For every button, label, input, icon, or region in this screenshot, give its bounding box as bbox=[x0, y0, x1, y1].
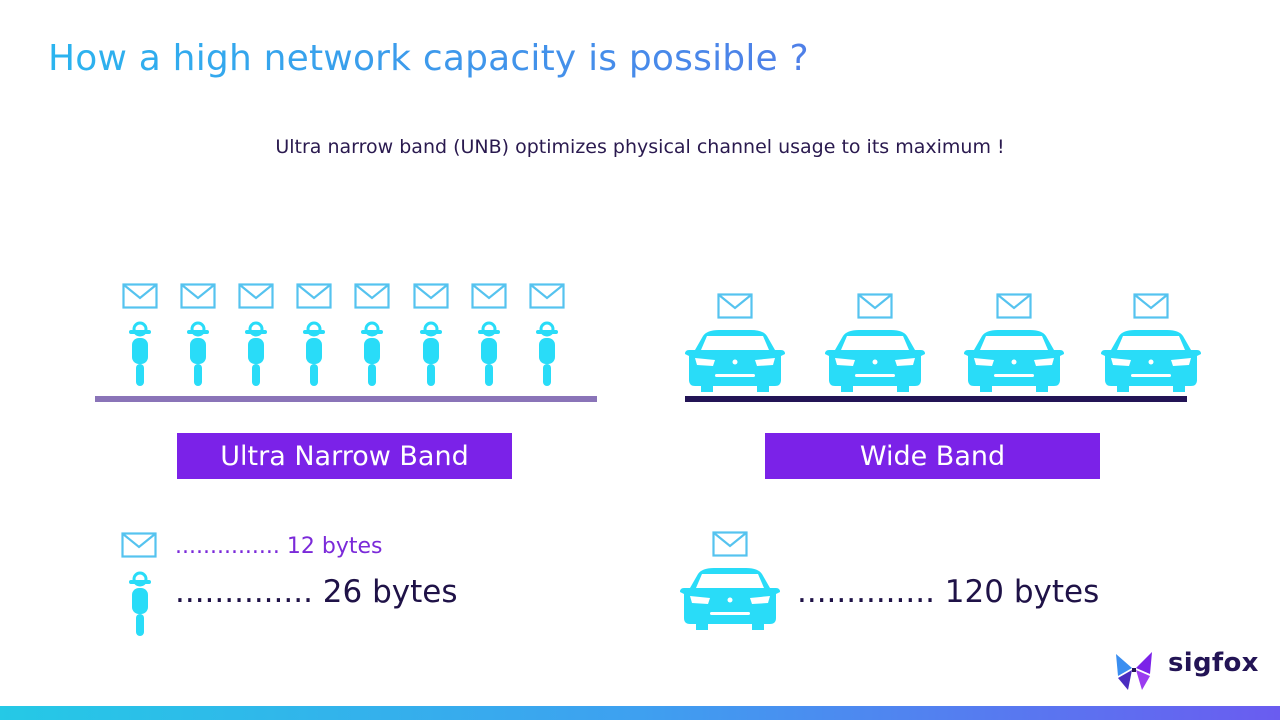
motorcycle-icon bbox=[184, 320, 212, 386]
wb-channel-line bbox=[685, 396, 1187, 402]
envelope-icon bbox=[121, 532, 157, 558]
envelope-icon bbox=[238, 283, 274, 309]
legend-car-text: .............. 120 bytes bbox=[797, 574, 1100, 610]
envelope-icon bbox=[296, 283, 332, 309]
envelope-icon bbox=[857, 293, 893, 319]
wb-label: Wide Band bbox=[765, 433, 1100, 479]
motorcycle-icon bbox=[358, 320, 386, 386]
envelope-icon bbox=[413, 283, 449, 309]
legend-motorcycle-text: .............. 26 bytes bbox=[175, 574, 458, 610]
unb-label: Ultra Narrow Band bbox=[177, 433, 512, 479]
envelope-icon bbox=[354, 283, 390, 309]
envelope-icon bbox=[471, 283, 507, 309]
car-icon bbox=[680, 566, 780, 630]
envelope-icon bbox=[717, 293, 753, 319]
unb-channel-line bbox=[95, 396, 597, 402]
car-icon bbox=[825, 328, 925, 392]
envelope-icon bbox=[122, 283, 158, 309]
motorcycle-icon bbox=[417, 320, 445, 386]
car-icon bbox=[685, 328, 785, 392]
motorcycle-icon bbox=[533, 320, 561, 386]
page-subtitle: Ultra narrow band (UNB) optimizes physic… bbox=[275, 136, 1005, 158]
motorcycle-icon bbox=[242, 320, 270, 386]
envelope-icon bbox=[996, 293, 1032, 319]
sigfox-logo-icon bbox=[1112, 648, 1156, 692]
car-icon bbox=[964, 328, 1064, 392]
page-title: How a high network capacity is possible … bbox=[48, 38, 809, 79]
envelope-icon bbox=[529, 283, 565, 309]
sigfox-logo-text: sigfox bbox=[1168, 648, 1259, 678]
motorcycle-icon bbox=[300, 320, 328, 386]
motorcycle-icon bbox=[126, 320, 154, 386]
motorcycle-icon bbox=[475, 320, 503, 386]
motorcycle-icon bbox=[126, 570, 154, 636]
legend-envelope-text: ............... 12 bytes bbox=[175, 534, 383, 559]
car-icon bbox=[1101, 328, 1201, 392]
envelope-icon bbox=[1133, 293, 1169, 319]
envelope-icon bbox=[712, 531, 748, 557]
envelope-icon bbox=[180, 283, 216, 309]
bottom-gradient-bar bbox=[0, 706, 1280, 720]
